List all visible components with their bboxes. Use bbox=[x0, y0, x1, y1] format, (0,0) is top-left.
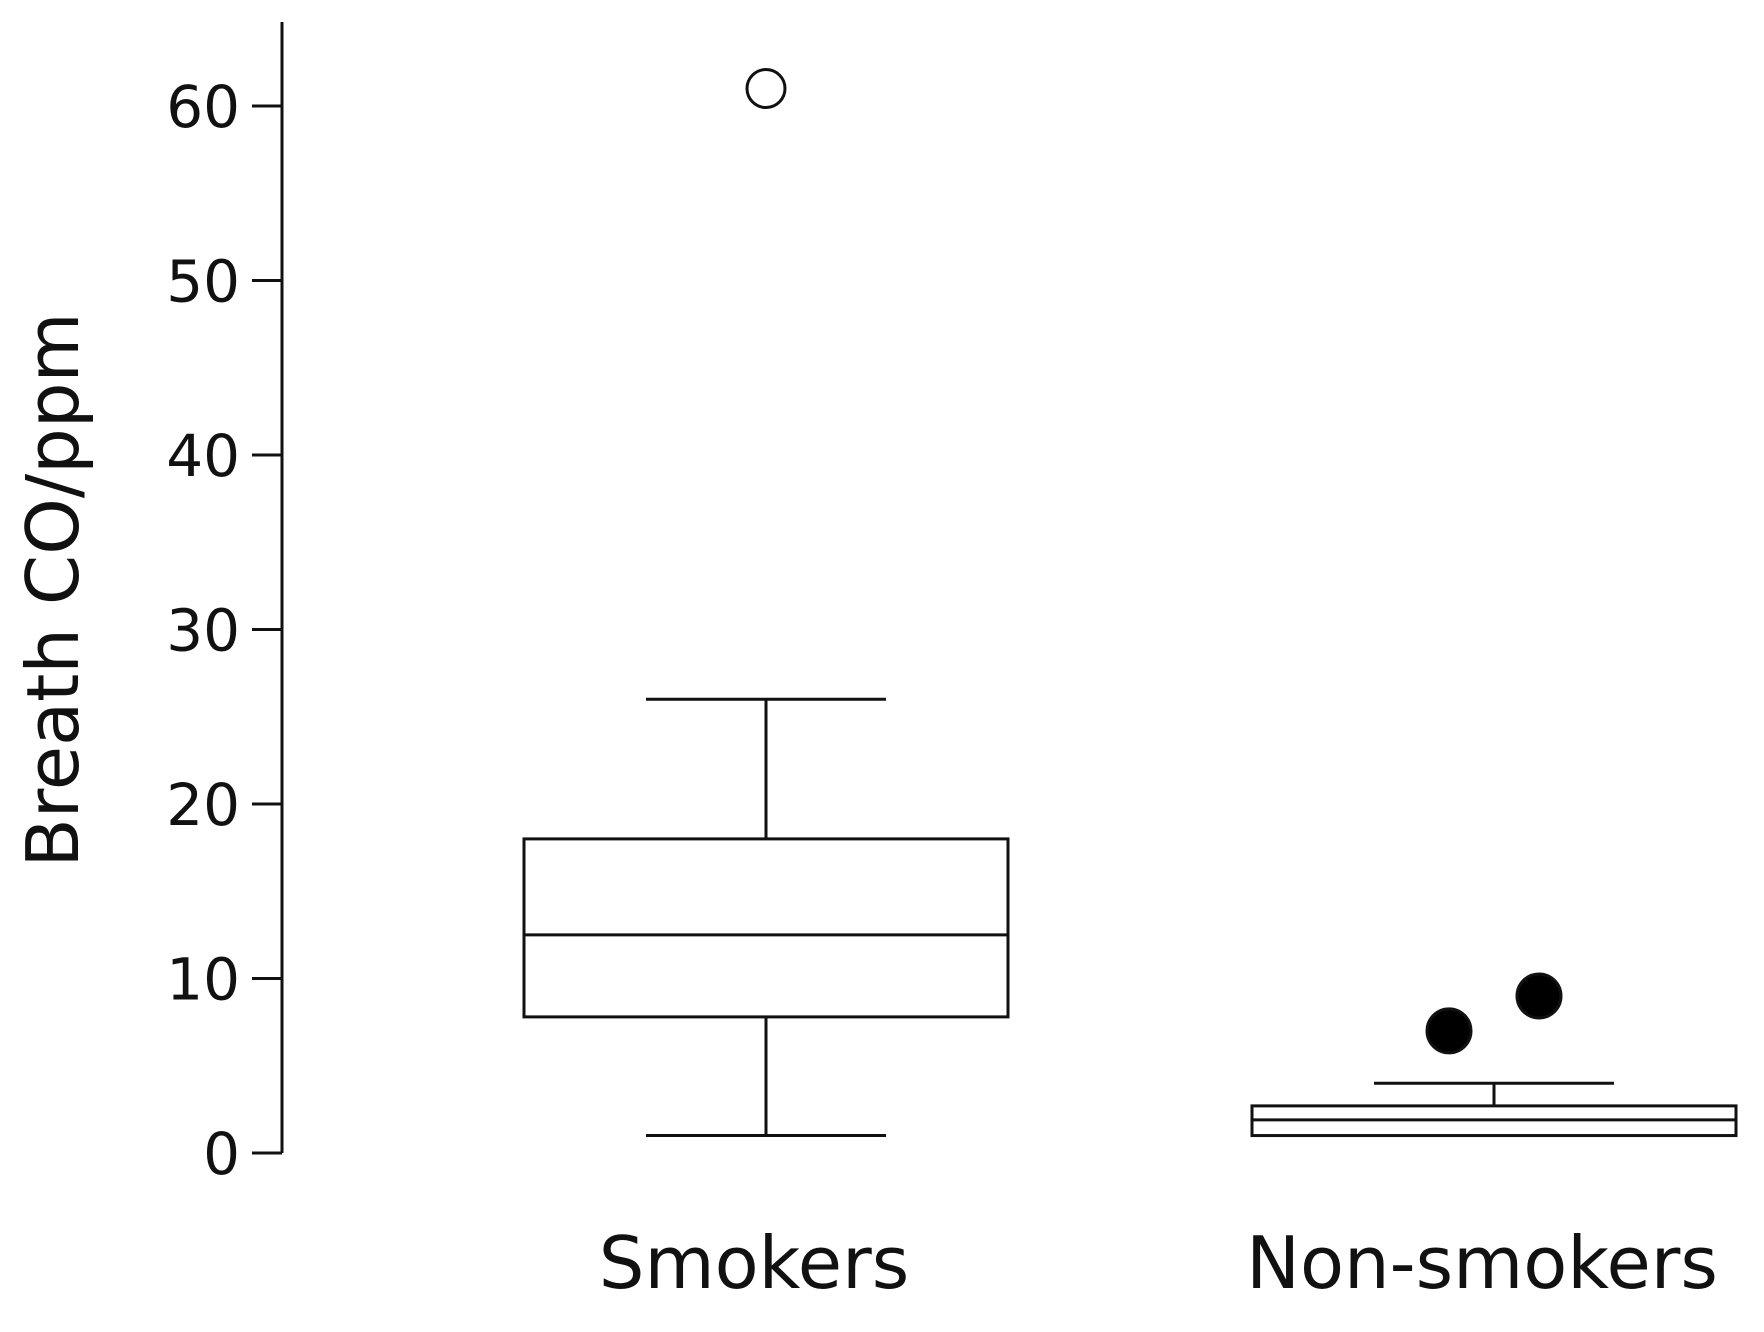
y-axis-title: Breath CO/ppm bbox=[11, 312, 95, 867]
outlier-point-filled bbox=[1515, 972, 1563, 1020]
y-tick-label: 50 bbox=[166, 248, 240, 316]
y-tick-label: 60 bbox=[166, 73, 240, 141]
y-tick-label: 30 bbox=[166, 597, 240, 665]
box-group-smokers bbox=[522, 697, 1010, 1138]
y-tick-label: 40 bbox=[166, 422, 240, 490]
y-axis bbox=[252, 22, 284, 1155]
y-tick-labels: 0 10 20 30 40 50 60 bbox=[166, 73, 240, 1188]
category-label: Non-smokers bbox=[1246, 1221, 1718, 1305]
y-tick-label: 10 bbox=[166, 946, 240, 1014]
box-group-non-smokers bbox=[1250, 1081, 1738, 1138]
outlier-point-filled bbox=[1425, 1007, 1473, 1055]
iqr-box bbox=[522, 837, 1010, 1019]
y-tick-label: 0 bbox=[203, 1120, 240, 1188]
outlier-point-open bbox=[745, 68, 787, 110]
y-tick-label: 20 bbox=[166, 771, 240, 839]
category-labels: Smokers Non-smokers bbox=[599, 1221, 1718, 1305]
outliers bbox=[745, 68, 1563, 1055]
boxes bbox=[522, 697, 1738, 1138]
category-label: Smokers bbox=[599, 1221, 909, 1305]
